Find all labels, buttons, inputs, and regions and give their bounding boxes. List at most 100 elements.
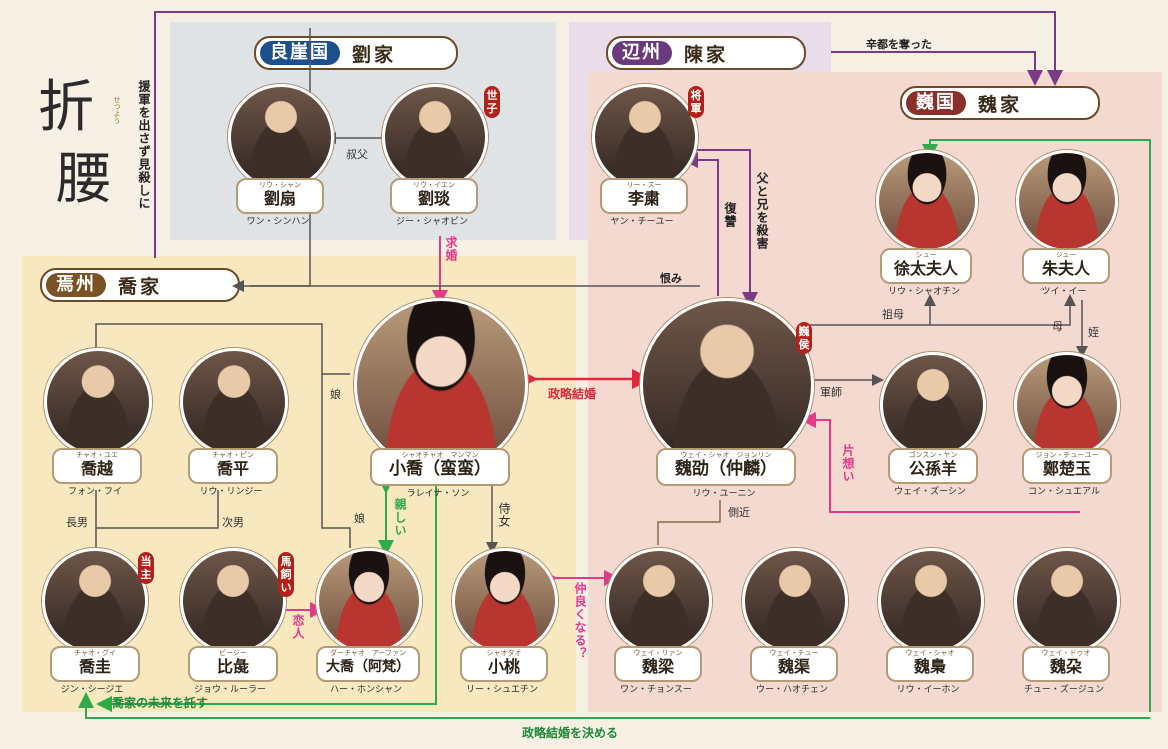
portrait-zhu <box>1016 150 1118 252</box>
portrait-qiaoyue <box>44 348 152 456</box>
portrait-weiliang <box>606 548 712 654</box>
portrait-xu <box>876 150 978 252</box>
actor-zheng: コン・シュエアル <box>1028 487 1100 497</box>
portrait-daqiao <box>316 548 422 654</box>
ruby-weixiao: ウェイ・シャオ <box>905 649 955 657</box>
ruby-weiliang: ウェイ・リァン <box>633 649 683 657</box>
logo: 折 腰 せつよう <box>20 62 130 222</box>
label-musume2: 娘 <box>354 512 365 525</box>
ruby-zhu: ジュー <box>1055 251 1077 259</box>
ruby-weiqu: ウェイ・チュー <box>769 649 819 657</box>
portrait-qiaoping <box>180 348 288 456</box>
label-nakayoku: 仲良くなる？ <box>573 582 587 660</box>
actor-lisu: ヤン・チーユー <box>610 217 674 227</box>
line-wei-family <box>810 294 936 326</box>
actor-weixiao: リウ・イーホン <box>896 685 960 695</box>
label-chounan: 長男 <box>66 516 88 529</box>
namebox-xiaotao: シャオタオ小桃 <box>460 646 548 682</box>
line-chen-wei <box>831 51 1043 86</box>
logo-small: せつよう <box>113 96 121 124</box>
line-green-bottom <box>78 692 1150 719</box>
name-xu: 徐太夫人 <box>893 259 958 278</box>
actor-liushan: ワン・シンハン <box>246 217 310 227</box>
actor-xiaotao: リー・シュエチン <box>465 685 538 695</box>
actor-liuyan: ジー・シャオビン <box>395 217 468 227</box>
line-kataomoi <box>800 412 1080 513</box>
ruby-qiaoyue: チャオ・ユエ <box>76 451 118 459</box>
actor-weiduo: チュー・ズージュン <box>1023 685 1105 695</box>
portrait-xiaoqiao <box>354 298 528 472</box>
line-mirai <box>96 478 437 712</box>
label-mirai: 喬家の未来を託す <box>112 696 209 710</box>
namebox-zhu: ジュー朱夫人 <box>1022 248 1110 284</box>
portrait-qiaogui <box>42 548 148 654</box>
name-weiqu: 魏渠 <box>777 657 810 676</box>
line-chen-weishao <box>680 149 758 308</box>
name-biji: 比彘 <box>216 657 249 676</box>
label-gunshi: 軍師 <box>820 386 842 399</box>
namebox-qiaoyue: チャオ・ユエ喬越 <box>52 448 142 484</box>
label-jijo: 侍女 <box>497 502 511 528</box>
name-liuyan: 劉琰 <box>417 189 450 208</box>
ruby-weiduo: ウェイ・ドゥオ <box>1041 649 1091 657</box>
name-weiliang: 魏梁 <box>641 657 674 676</box>
label-sokkin: 側近 <box>728 506 750 519</box>
portrait-lisu <box>592 84 698 190</box>
actor-qiaoping: リウ・リンジー <box>199 487 263 497</box>
name-weiduo: 魏朶 <box>1049 657 1082 676</box>
portrait-weixiao <box>878 548 984 654</box>
actor-qiaoyue: フォン・フイ <box>67 487 122 497</box>
portrait-liushan <box>228 84 334 190</box>
namebox-qiaoping: チャオ・ピン喬平 <box>188 448 278 484</box>
portrait-gongsun <box>880 352 986 458</box>
ruby-liuyan: リウ・イエン <box>413 181 455 189</box>
badge-qiaogui: 当主 <box>138 552 154 584</box>
line-sons <box>95 490 219 529</box>
label-fukei: 父と兄を殺害 <box>755 172 769 250</box>
ruby-weishao: ウェイ・シャオ ジョンリン <box>680 451 772 459</box>
ruby-xu: シュー <box>915 251 937 259</box>
label-shitashii: 親しい <box>393 498 407 537</box>
logo-top: 折 <box>38 75 94 140</box>
namebox-weiliang: ウェイ・リァン魏梁 <box>614 646 702 682</box>
badge-lisu: 将軍 <box>688 86 704 118</box>
label-haha: 母 <box>1052 320 1063 333</box>
name-qiaoyue: 喬越 <box>80 459 113 478</box>
logo-bottom: 腰 <box>56 147 112 212</box>
label-kataomoi: 片想い <box>841 444 855 483</box>
ruby-qiaoping: チャオ・ピン <box>212 451 254 459</box>
actor-weiliang: ワン・チョンスー <box>620 685 692 695</box>
ruby-zheng: ジョン・チューユー <box>1035 451 1099 459</box>
actor-xiaoqiao: ラレイナ・ソン <box>406 489 470 499</box>
label-musume1: 娘 <box>330 388 341 401</box>
header-wei: 巍国 魏家 <box>900 86 1100 120</box>
ruby-biji: ビージー <box>219 649 247 657</box>
namebox-weixiao: ウェイ・シャオ魏梟 <box>886 646 974 682</box>
ruby-lisu: リー・スー <box>626 181 662 189</box>
line-sokkin <box>657 500 721 545</box>
name-weishao: 魏劭（仲麟） <box>675 459 777 479</box>
portrait-biji <box>180 548 286 654</box>
namebox-gongsun: ゴンスン・ヤン公孫羊 <box>888 448 978 484</box>
ruby-xiaoqiao: シャオチャオ マンマン <box>401 451 479 459</box>
namebox-liuyan: リウ・イエン劉琰 <box>390 178 478 214</box>
portrait-weishao <box>640 298 814 472</box>
label-sobo: 祖母 <box>882 308 904 321</box>
line-weishao-chen <box>682 152 719 296</box>
line-mother <box>930 294 1076 326</box>
label-jinan: 次男 <box>222 516 244 529</box>
name-qiaoping: 喬平 <box>216 459 249 478</box>
namebox-weishao: ウェイ・シャオ ジョンリン魏劭（仲麟） <box>656 448 796 486</box>
label-seiryaku: 政略結婚 <box>548 387 597 401</box>
namebox-weiqu: ウェイ・チュー魏渠 <box>750 646 838 682</box>
label-kimeru: 政略結婚を決める <box>522 726 619 740</box>
badge-biji: 馬飼い <box>278 552 294 597</box>
portrait-xiaotao <box>452 548 558 654</box>
ruby-gongsun: ゴンスン・ヤン <box>908 451 958 459</box>
name-zheng: 鄭楚玉 <box>1042 459 1091 478</box>
actor-daqiao: ハー・ホンシャン <box>329 685 402 695</box>
namebox-xu: シュー徐太夫人 <box>880 248 972 284</box>
label-fukushu: 復讐 <box>723 202 737 228</box>
actor-biji: ジョウ・ルーラー <box>193 685 266 695</box>
